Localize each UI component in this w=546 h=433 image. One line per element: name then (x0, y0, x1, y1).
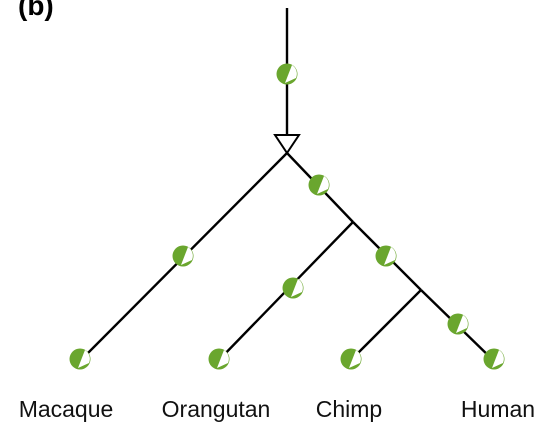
taxon-label-orangutan: Orangutan (161, 396, 271, 422)
marker-human-chimp (375, 245, 397, 267)
root-arrowhead (273, 134, 301, 155)
taxon-label-chimp: Chimp (315, 396, 383, 422)
marker-root (276, 63, 298, 85)
panel-label: (b) (18, 0, 54, 21)
marker-orangutan-tip (208, 348, 230, 370)
taxon-label-human: Human (460, 396, 536, 422)
taxon-label-macaque: Macaque (18, 396, 114, 422)
marker-orangutan-branch (282, 277, 304, 299)
branch-chimp (349, 289, 422, 362)
marker-human-tip (483, 348, 505, 370)
marker-macaque-tip (69, 348, 91, 370)
marker-great-apes (308, 174, 330, 196)
tree-branches (79, 8, 495, 362)
marker-macaque-branch (172, 245, 194, 267)
marker-human-branch (447, 313, 469, 335)
marker-chimp-tip (340, 348, 362, 370)
